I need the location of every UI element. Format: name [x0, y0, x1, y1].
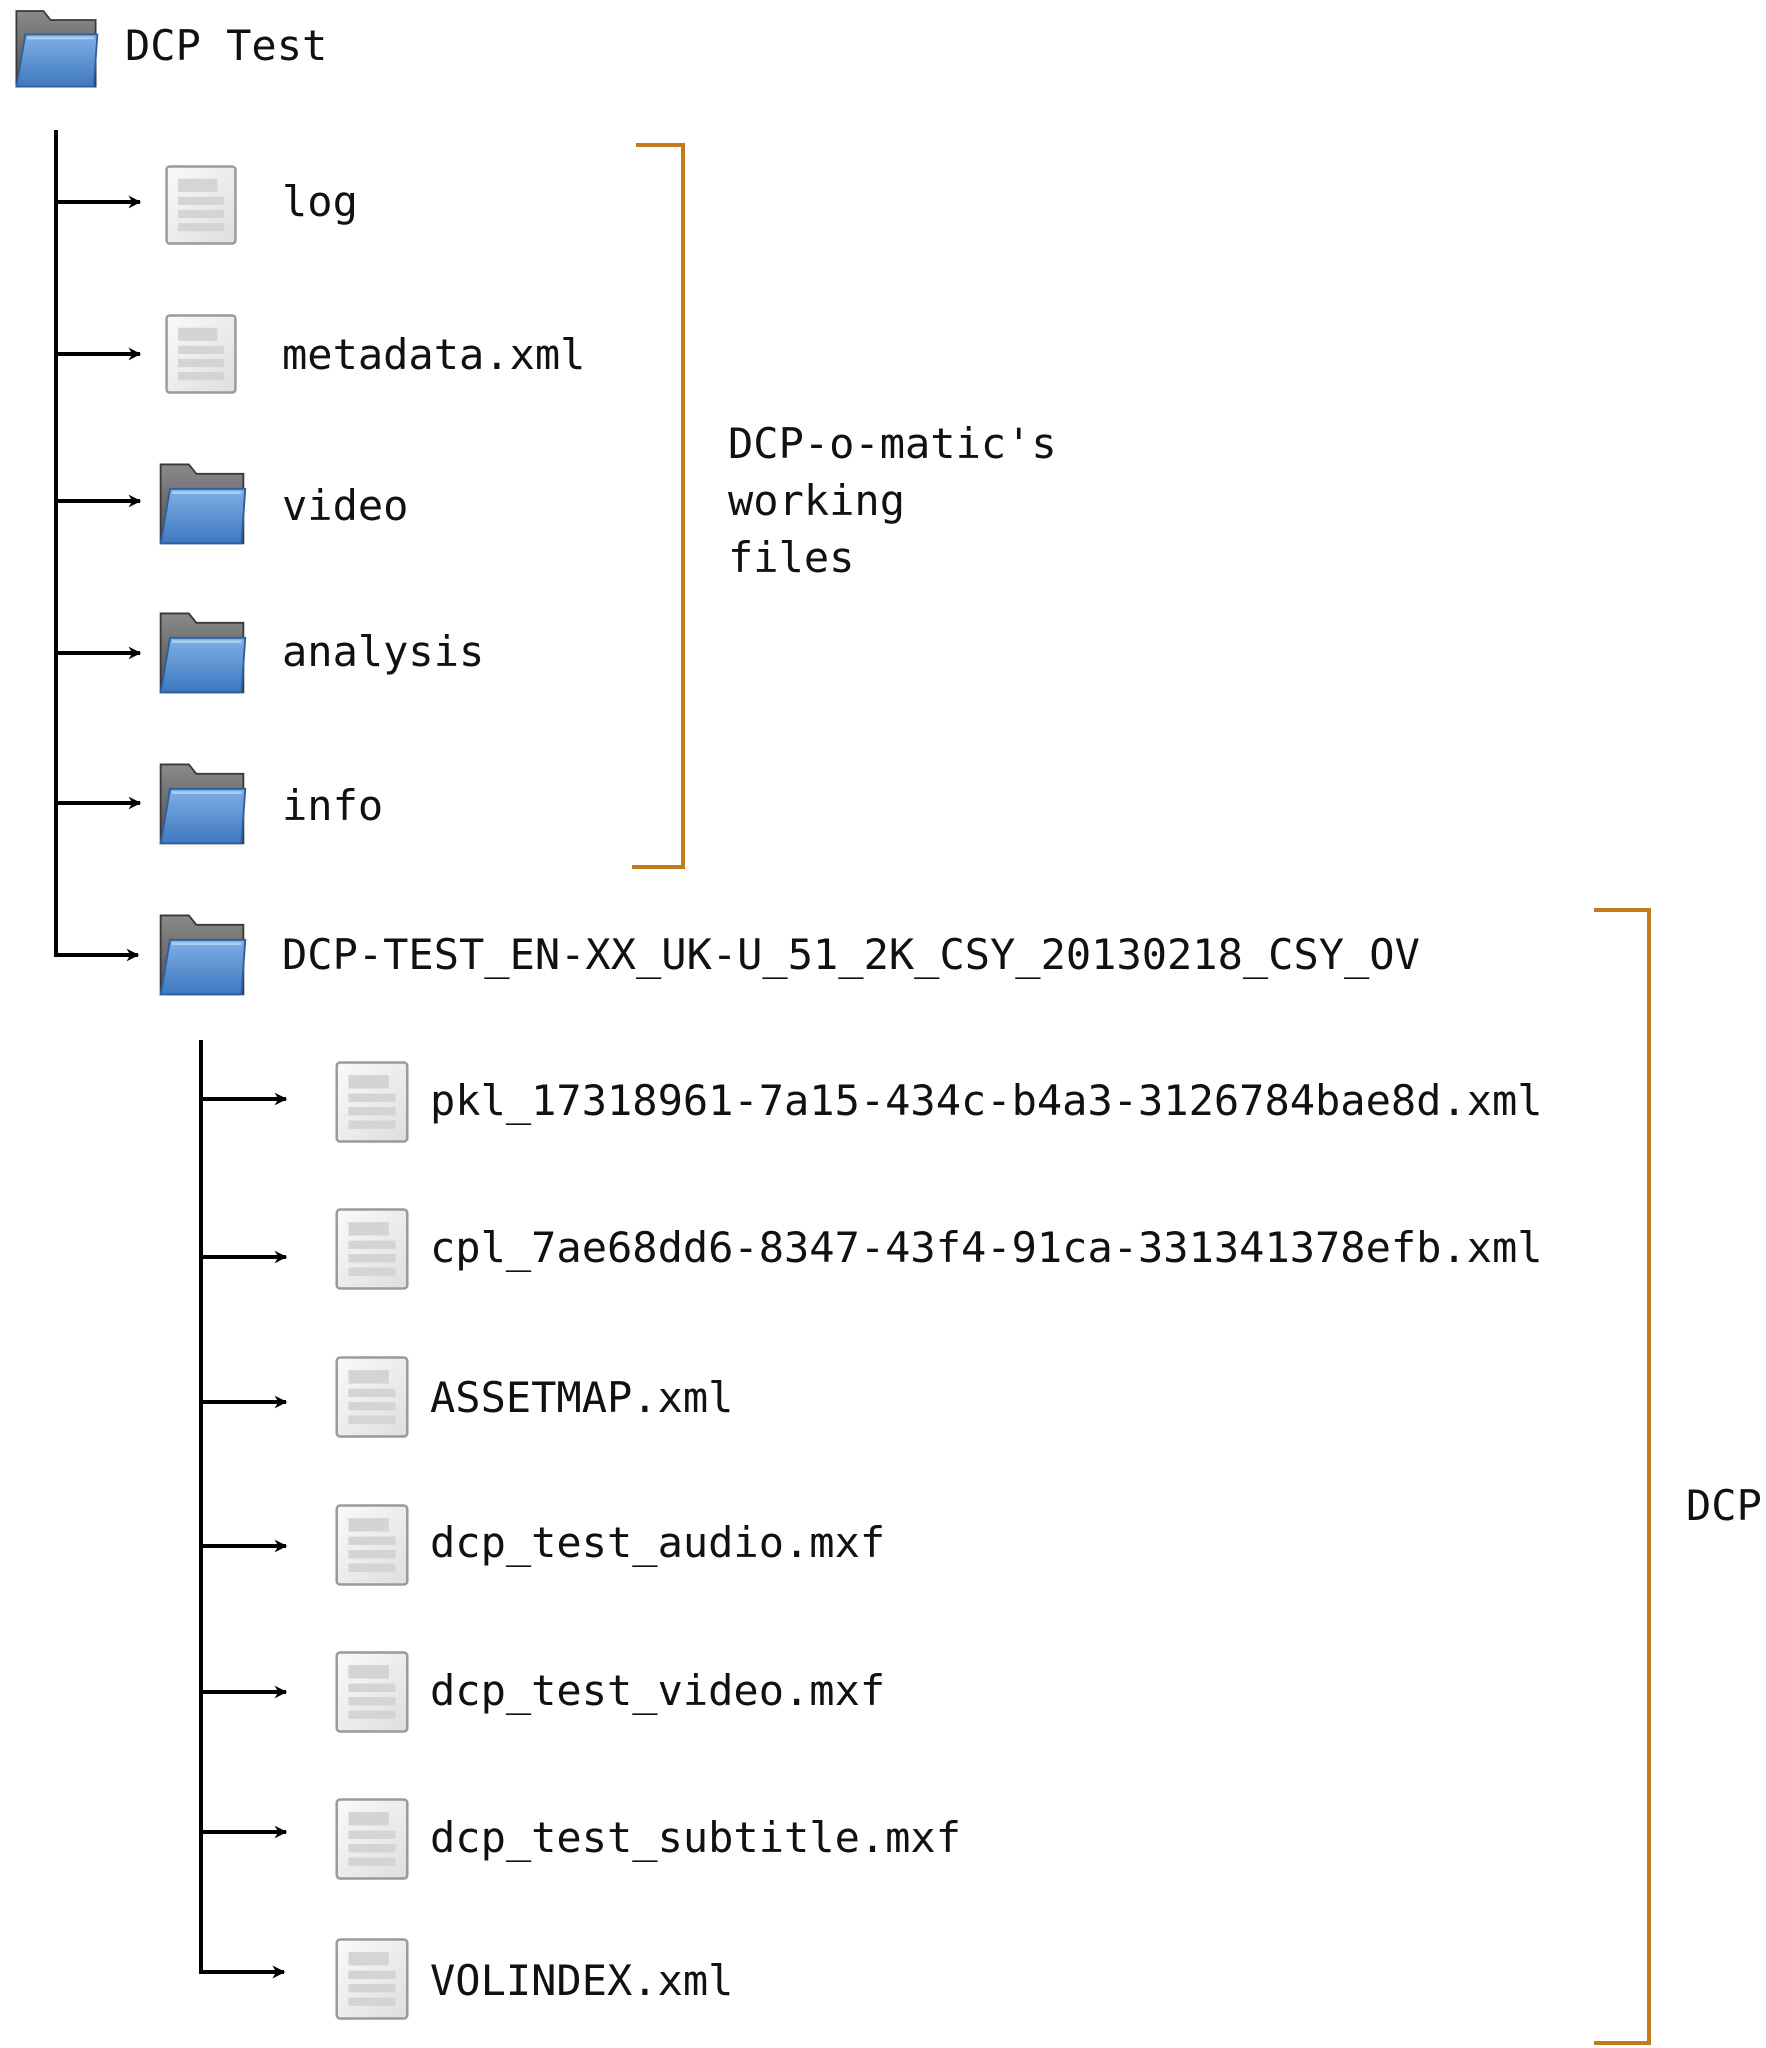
working-files-group: log metadata.xml video analysis info DCP…: [56, 143, 1082, 869]
folder-icon: [14, 9, 99, 89]
item-label: cpl_7ae68dd6-8347-43f4-91ca-331341378efb…: [430, 1223, 1543, 1272]
tree-item-video: video: [56, 462, 408, 545]
item-label: metadata.xml: [282, 330, 585, 379]
item-label: dcp_test_video.mxf: [430, 1666, 885, 1715]
file-icon: [335, 1798, 409, 1880]
working-files-bracket: [632, 143, 685, 869]
tree-item-assetmap: ASSETMAP.xml: [201, 1356, 733, 1438]
dcp-folder-label: DCP-TEST_EN-XX_UK-U_51_2K_CSY_20130218_C…: [282, 930, 1420, 979]
working-files-label: DCP-o-matic's working files: [728, 419, 1082, 582]
folder-icon: [159, 611, 247, 694]
file-icon: [335, 1938, 409, 2020]
folder-icon: [159, 462, 247, 545]
tree-item-cpl: cpl_7ae68dd6-8347-43f4-91ca-331341378efb…: [201, 1208, 1543, 1290]
file-icon: [165, 314, 237, 394]
item-label: log: [282, 177, 358, 226]
tree-item-subtitle-mxf: dcp_test_subtitle.mxf: [201, 1798, 961, 1880]
tree-item-metadata-xml: metadata.xml: [56, 314, 585, 394]
dcp-label: DCP: [1686, 1481, 1762, 1530]
item-label: video: [282, 481, 408, 530]
root-folder-label: DCP Test: [125, 21, 327, 70]
folder-icon: [159, 762, 247, 845]
item-label: info: [282, 781, 383, 830]
working-files-label-line-2: working: [728, 476, 905, 525]
folder-icon: [159, 913, 247, 996]
dcp-folder: DCP-TEST_EN-XX_UK-U_51_2K_CSY_20130218_C…: [159, 913, 1420, 996]
file-icon: [335, 1208, 409, 1290]
tree-item-log: log: [56, 165, 358, 245]
item-label: pkl_17318961-7a15-434c-b4a3-3126784bae8d…: [430, 1076, 1543, 1125]
working-files-label-line-3: files: [728, 533, 854, 582]
file-icon: [335, 1651, 409, 1733]
item-label: ASSETMAP.xml: [430, 1373, 733, 1422]
root-folder: DCP Test: [14, 9, 327, 89]
item-label: analysis: [282, 627, 484, 676]
file-icon: [165, 165, 237, 245]
tree-item-volindex: VOLINDEX.xml: [201, 1938, 733, 2020]
dcp-files-group: pkl_17318961-7a15-434c-b4a3-3126784bae8d…: [201, 908, 1762, 2045]
tree-item-audio-mxf: dcp_test_audio.mxf: [201, 1504, 885, 1586]
tree-item-video-mxf: dcp_test_video.mxf: [201, 1651, 885, 1733]
item-label: dcp_test_audio.mxf: [430, 1518, 885, 1567]
tree-item-pkl: pkl_17318961-7a15-434c-b4a3-3126784bae8d…: [201, 1061, 1543, 1143]
tree-trunk-level-1: [54, 130, 140, 962]
item-label: dcp_test_subtitle.mxf: [430, 1813, 961, 1862]
tree-item-info: info: [56, 762, 383, 845]
tree-item-analysis: analysis: [56, 611, 484, 694]
dcp-bracket: [1594, 908, 1651, 2045]
item-label: VOLINDEX.xml: [430, 1956, 733, 2005]
file-icon: [335, 1356, 409, 1438]
file-icon: [335, 1061, 409, 1143]
file-icon: [335, 1504, 409, 1586]
working-files-label-line-1: DCP-o-matic's: [728, 419, 1057, 468]
